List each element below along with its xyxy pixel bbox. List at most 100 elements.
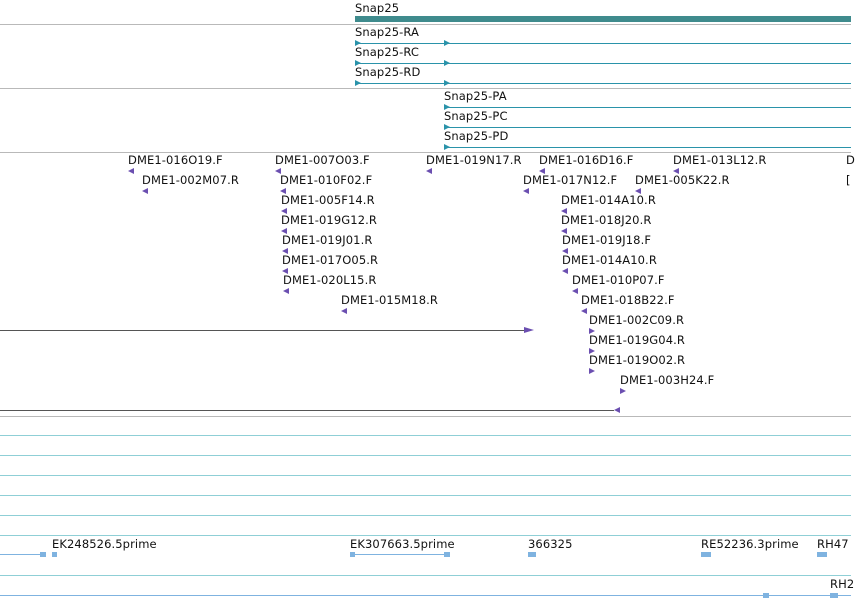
- clone-arrow[interactable]: [281, 208, 287, 214]
- clone-label[interactable]: DME1-019J18.F: [562, 233, 652, 247]
- clone-arrow[interactable]: [589, 328, 595, 334]
- clone-arrow[interactable]: [280, 188, 286, 194]
- est-label[interactable]: RE52236.3prime: [701, 537, 799, 551]
- clone-label[interactable]: DME1-014A10.R: [561, 193, 656, 207]
- clone-label[interactable]: DME1-019G12.R: [281, 213, 377, 227]
- transcript-line[interactable]: [355, 43, 851, 44]
- est-feature[interactable]: [817, 552, 827, 557]
- clone-label[interactable]: DME1-019O02.R: [589, 353, 686, 367]
- clone-arrow[interactable]: [572, 288, 578, 294]
- clone-label[interactable]: DME1-019J01.R: [282, 233, 373, 247]
- est-feature[interactable]: [40, 552, 46, 557]
- transcript-start-arrow: [355, 60, 361, 66]
- protein-line[interactable]: [444, 127, 851, 128]
- clone-pair-arrow[interactable]: [614, 407, 620, 413]
- protein-label[interactable]: Snap25-PD: [444, 129, 509, 143]
- est-feature[interactable]: [444, 552, 450, 557]
- clone-arrow[interactable]: [142, 188, 148, 194]
- est-label[interactable]: 366325: [528, 537, 573, 551]
- clone-pair-span[interactable]: [0, 410, 614, 411]
- est-label[interactable]: RH2: [830, 577, 855, 591]
- transcript-exon-arrow: [444, 80, 450, 86]
- track-separator: [0, 152, 851, 153]
- clone-arrow[interactable]: [281, 228, 287, 234]
- est-feature[interactable]: [830, 593, 838, 598]
- clone-label[interactable]: DME1-016O19.F: [128, 153, 223, 167]
- est-label[interactable]: RH47: [817, 537, 849, 551]
- clone-label[interactable]: DME1-010F02.F: [280, 173, 373, 187]
- clone-arrow[interactable]: [561, 228, 567, 234]
- clone-arrow[interactable]: [275, 168, 281, 174]
- clone-label[interactable]: DME1-007O03.F: [275, 153, 370, 167]
- clone-label[interactable]: DME1-017O05.R: [282, 253, 379, 267]
- clone-arrow[interactable]: [589, 368, 595, 374]
- empty-track-line: [0, 455, 851, 456]
- empty-track-line: [0, 515, 851, 516]
- clone-label-clipped[interactable]: [: [846, 173, 851, 187]
- clone-label[interactable]: DME1-005K22.R: [635, 173, 730, 187]
- clone-arrow[interactable]: [283, 288, 289, 294]
- clone-arrow[interactable]: [426, 168, 432, 174]
- protein-label[interactable]: Snap25-PC: [444, 109, 508, 123]
- clone-arrow[interactable]: [282, 268, 288, 274]
- clone-label[interactable]: DME1-018B22.F: [581, 293, 675, 307]
- clone-label[interactable]: DME1-017N12.F: [523, 173, 618, 187]
- clone-arrow[interactable]: [620, 388, 626, 394]
- empty-track-line: [0, 475, 851, 476]
- protein-start-arrow: [444, 124, 450, 130]
- transcript-line[interactable]: [355, 83, 851, 84]
- clone-label-clipped[interactable]: D: [846, 153, 855, 167]
- clone-arrow[interactable]: [589, 348, 595, 354]
- protein-label[interactable]: Snap25-PA: [444, 89, 507, 103]
- clone-label[interactable]: DME1-018J20.R: [561, 213, 652, 227]
- transcript-label[interactable]: Snap25-RD: [355, 65, 421, 79]
- clone-arrow[interactable]: [539, 168, 545, 174]
- est-feature[interactable]: [52, 552, 57, 557]
- clone-label[interactable]: DME1-020L15.R: [283, 273, 377, 287]
- clone-arrow[interactable]: [562, 248, 568, 254]
- clone-arrow[interactable]: [341, 308, 347, 314]
- clone-arrow[interactable]: [128, 168, 134, 174]
- est-label[interactable]: EK248526.5prime: [52, 537, 157, 551]
- clone-label[interactable]: DME1-002C09.R: [589, 313, 685, 327]
- clone-arrow[interactable]: [282, 248, 288, 254]
- clone-label[interactable]: DME1-016D16.F: [539, 153, 634, 167]
- est-line[interactable]: [0, 595, 851, 596]
- clone-label[interactable]: DME1-019N17.R: [426, 153, 522, 167]
- clone-label[interactable]: DME1-002M07.R: [142, 173, 239, 187]
- est-feature[interactable]: [763, 593, 769, 598]
- clone-arrow[interactable]: [562, 268, 568, 274]
- clone-pair-span[interactable]: [0, 330, 524, 331]
- protein-line[interactable]: [444, 107, 851, 108]
- clone-arrow[interactable]: [561, 208, 567, 214]
- clone-label[interactable]: DME1-014A10.R: [562, 253, 657, 267]
- clone-label[interactable]: DME1-010P07.F: [572, 273, 665, 287]
- protein-line[interactable]: [444, 147, 851, 148]
- clone-pair-arrow[interactable]: [524, 327, 534, 333]
- clone-arrow[interactable]: [635, 188, 641, 194]
- clone-arrow[interactable]: [523, 188, 529, 194]
- clone-arrow[interactable]: [581, 308, 587, 314]
- est-label[interactable]: EK307663.5prime: [350, 537, 455, 551]
- empty-track-line: [0, 435, 851, 436]
- est-line[interactable]: [355, 554, 445, 555]
- clone-label[interactable]: DME1-003H24.F: [620, 373, 715, 387]
- clone-label[interactable]: DME1-019G04.R: [589, 333, 685, 347]
- gene-label[interactable]: Snap25: [355, 1, 400, 15]
- transcript-line[interactable]: [355, 63, 851, 64]
- clone-arrow[interactable]: [673, 168, 679, 174]
- transcript-label[interactable]: Snap25-RA: [355, 25, 420, 39]
- est-line[interactable]: [0, 554, 44, 555]
- est-feature[interactable]: [701, 552, 711, 557]
- gene-feature-bar[interactable]: [355, 16, 851, 22]
- clone-label[interactable]: DME1-013L12.R: [673, 153, 767, 167]
- protein-start-arrow: [444, 144, 450, 150]
- transcript-label[interactable]: Snap25-RC: [355, 45, 420, 59]
- est-feature[interactable]: [350, 552, 355, 557]
- clone-label[interactable]: DME1-005F14.R: [281, 193, 375, 207]
- est-feature[interactable]: [528, 552, 536, 557]
- empty-track-line: [0, 535, 851, 536]
- clone-label[interactable]: DME1-015M18.R: [341, 293, 438, 307]
- empty-track-line: [0, 495, 851, 496]
